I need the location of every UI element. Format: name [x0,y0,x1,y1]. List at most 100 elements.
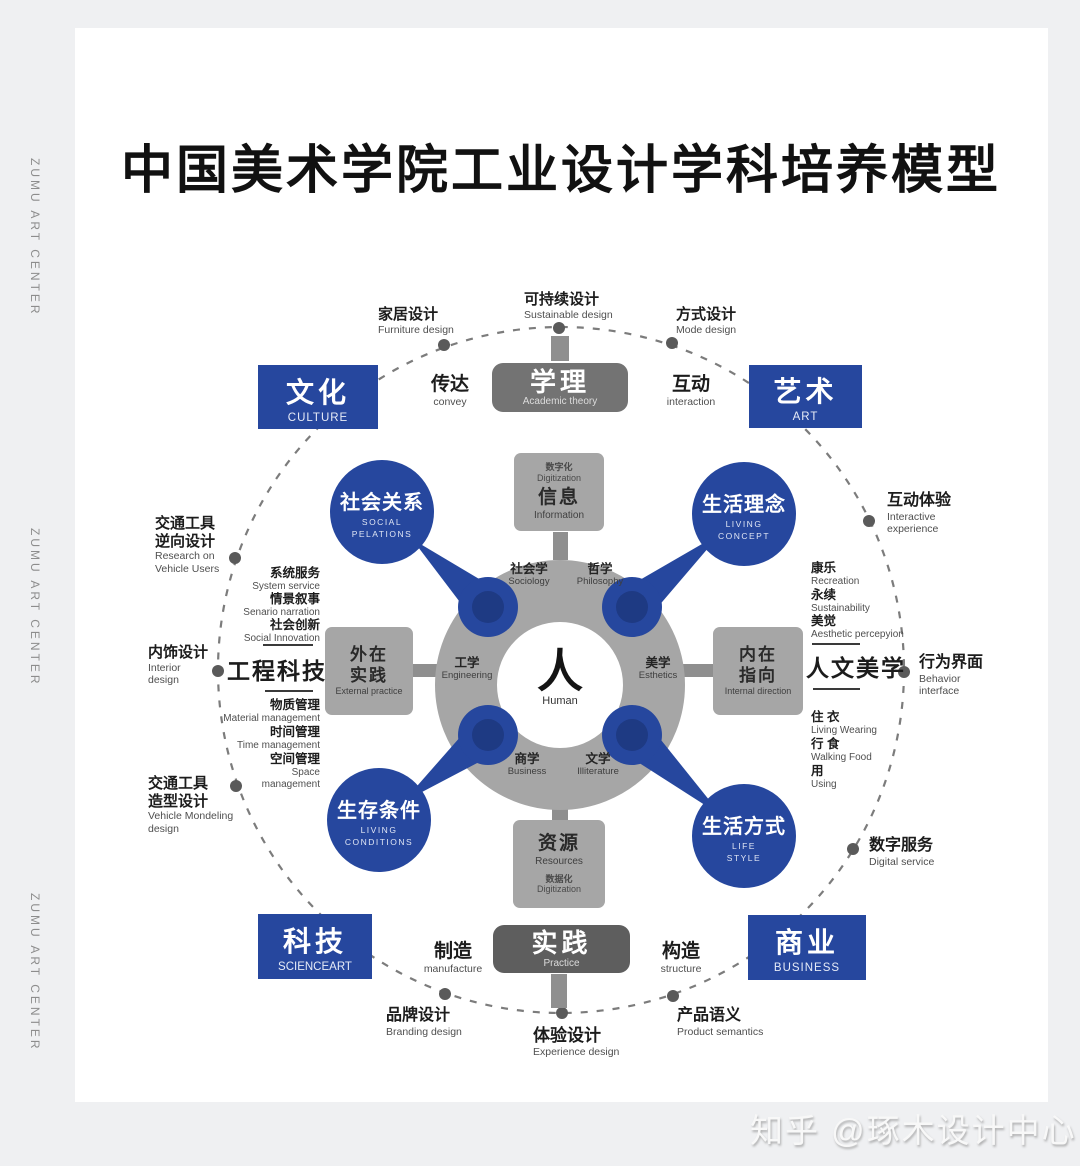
bubble-social-relations: 社会关系 SOCIAL PELATIONS [330,460,434,564]
bubble-living-conditions-en2: CONDITIONS [344,836,414,847]
bubble-living-concept: 生活理念 LIVING CONCEPT [692,462,796,566]
bubble-social-relations-zh: 社会关系 [340,491,424,514]
ring-knots [458,577,662,765]
category-business-zh: 商业 [774,927,839,958]
category-culture-en: CULTURE [287,411,349,424]
bubble-living-concept-en2: CONCEPT [717,530,771,541]
node-practice: 实践 Practice [493,925,630,973]
category-science: 科技 SCIENCEART [258,914,372,979]
node-information-zh: 信息 [537,486,580,508]
bubble-social-relations-en1: SOCIAL [361,516,403,527]
sidebar-brand-text: ZUMU ART CENTER [28,528,42,687]
label-product-semantics: 产品语义 Product semantics [677,1007,764,1038]
node-practice-zh: 实践 [531,928,592,959]
axis-engineering-tech: 工程科技 [227,658,327,684]
side-word-rules [263,643,860,692]
node-resources-boten: Digitization [536,884,582,895]
node-practice-en: Practice [543,957,580,969]
category-culture-zh: 文化 [285,376,350,408]
node-information-topzh: 数字化 [545,462,573,473]
hub-ring [435,560,685,810]
node-academic-theory: 学理 Academic theory [492,363,628,412]
sidebar-brand-text: ZUMU ART CENTER [28,893,42,1052]
node-internal-zh2: 指向 [739,665,777,685]
category-art-en: ART [792,411,819,423]
node-information: 数字化 Digitization 信息 Information [514,453,604,531]
label-experience-design: 体验设计 Experience design [533,1026,620,1059]
bubble-life-style-en2: STYLE [726,852,762,863]
node-internal-direction: 内在 指向 Internal direction [713,627,803,715]
label-interior-design: 内饰设计 Interior design [148,644,209,687]
circle-node-dots [212,322,910,1019]
label-interactive-experience: 互动体验 Interactive experience [887,492,952,536]
bubble-social-relations-en2: PELATIONS [351,528,413,539]
node-resources-botzh: 数据化 [545,873,573,884]
node-resources-zh: 资源 [537,832,580,854]
node-resources-en: Resources [535,855,583,867]
node-information-en: Information [533,509,585,521]
node-resources: 资源 Resources 数据化 Digitization [513,820,605,908]
category-art: 艺术 ART [749,365,862,428]
sidebar-brand-text: ZUMU ART CENTER [28,158,42,317]
label-digital-service: 数字服务 Digital service [869,837,935,868]
label-vehicle-research: 交通工具 逆向设计 Research on Vehicle Users [155,515,220,575]
node-internal-en: Internal direction [724,685,792,696]
bubble-life-style-zh: 生活方式 [702,815,786,838]
category-culture: 文化 CULTURE [258,365,378,429]
bubble-living-conditions: 生存条件 LIVING CONDITIONS [327,768,431,872]
node-academic-en: Academic theory [522,396,598,408]
category-science-zh: 科技 [282,926,347,957]
bubble-living-concept-en1: LIVING [725,518,763,529]
bubble-living-conditions-zh: 生存条件 [337,799,421,822]
category-business-en: BUSINESS [773,962,841,974]
category-business: 商业 BUSINESS [748,915,866,980]
axis-humanistic-esthetics: 人文美学 [806,655,906,681]
label-behavior-interface: 行为界面 Behavior interface [919,654,984,698]
bubble-living-concept-zh: 生活理念 [702,493,786,516]
hub-human-zh: 人 [537,645,583,697]
bubble-life-style-en1: LIFE [732,840,756,851]
hub-human: 人 Human [537,648,583,707]
node-academic-zh: 学理 [529,366,590,397]
watermark: 知乎 @琢木设计中心 [750,1112,1077,1149]
node-information-topen: Digitization [536,473,582,484]
category-science-en: SCIENCEART [278,961,352,973]
label-vehicle-modeling: 交通工具 造型设计 Vehicle Mondeling design [148,775,234,835]
list-item-space-management: 空间管理 Space management [261,752,320,790]
node-external-zh1: 外在 [350,645,388,665]
category-art-zh: 艺术 [773,376,838,407]
node-internal-zh1: 内在 [739,645,777,665]
node-external-en: External practice [335,685,403,696]
label-branding-design: 品牌设计 Branding design [386,1007,462,1038]
node-external-practice: 外在 实践 External practice [325,627,413,715]
node-external-zh2: 实践 [350,665,388,685]
connector-stubs [410,336,715,1008]
bubble-life-style: 生活方式 LIFE STYLE [692,784,796,888]
page-title: 中国美术学院工业设计学科培养模型 [120,142,1002,200]
